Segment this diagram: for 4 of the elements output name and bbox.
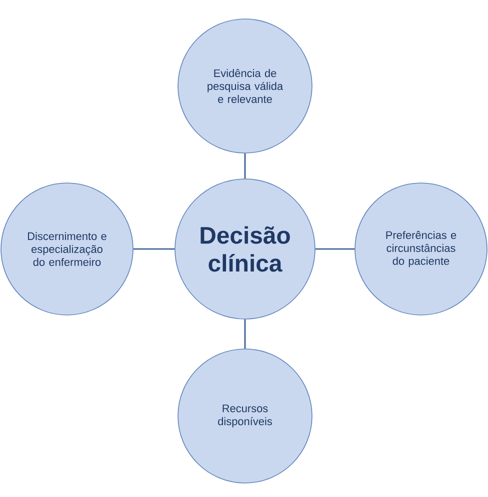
connector-line: [315, 248, 355, 250]
connector-line: [244, 153, 246, 179]
connector-line: [244, 319, 246, 349]
connector-line: [133, 248, 175, 250]
